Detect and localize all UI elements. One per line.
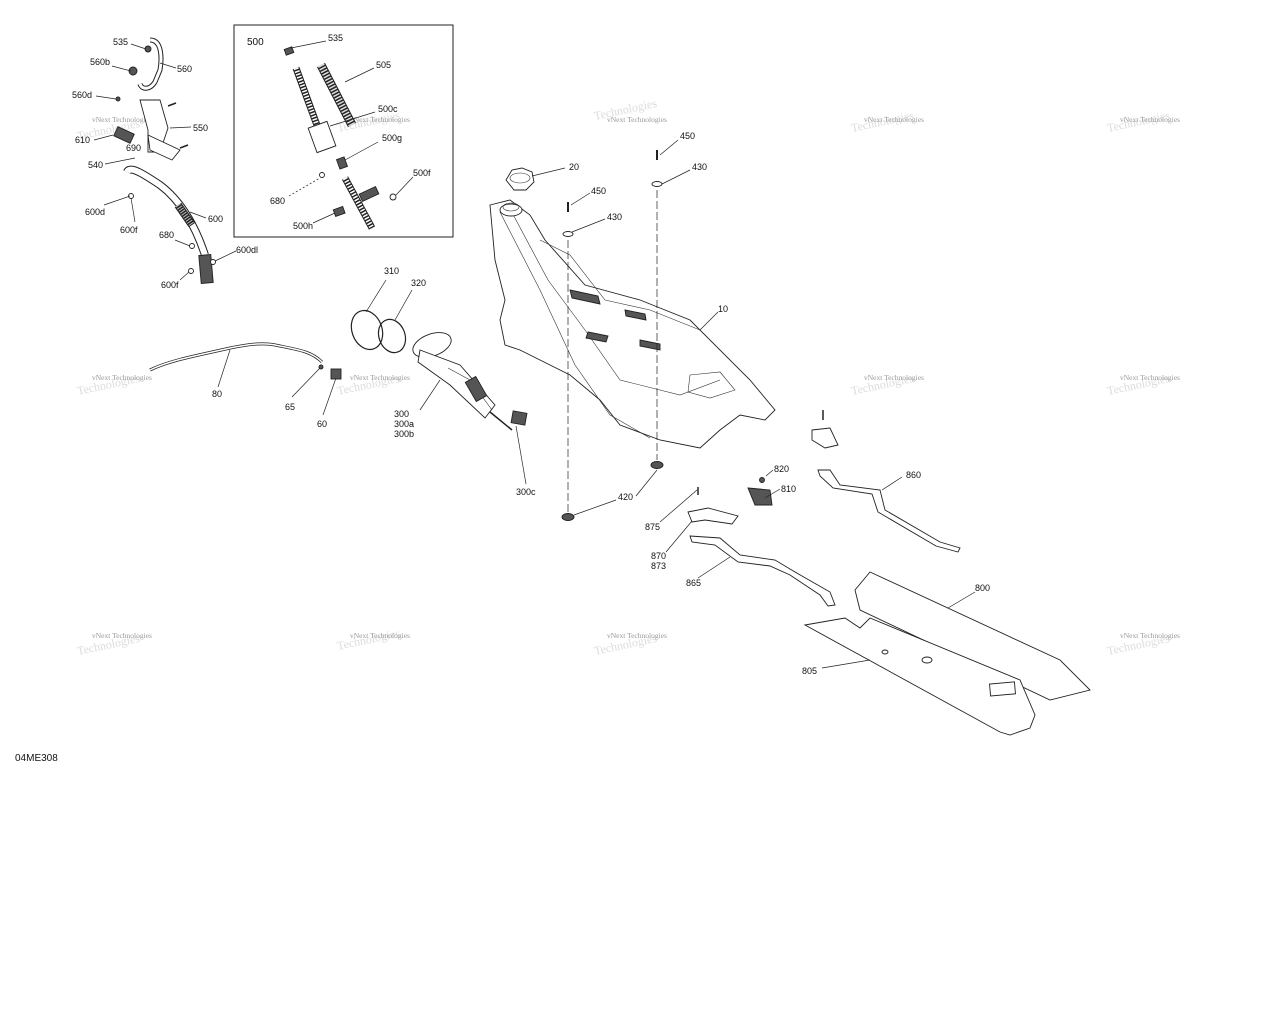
callout-600dl: 600dl [236,245,258,255]
callout-690: 690 [126,143,141,153]
callout-430: 430 [607,212,622,222]
callout-875: 875 [645,522,660,532]
callout-60: 60 [317,419,327,429]
inset-500: 500 [233,24,454,238]
callout-320: 320 [411,278,426,288]
diagram-code: 04ME308 [15,753,58,764]
callout-560: 560 [177,64,192,74]
svg-text:vNext Technologies: vNext Technologies [1120,631,1180,640]
upper-left-vent-assembly [113,37,216,284]
svg-text:vNext Technologies: vNext Technologies [607,115,667,124]
svg-text:vNext Technologies: vNext Technologies [607,631,667,640]
callout-300a: 300a [394,419,414,429]
callout-535: 535 [328,33,343,43]
tank-fasteners [561,150,664,521]
svg-text:vNext Technologies: vNext Technologies [92,373,152,382]
fuel-filter-hose-assembly [283,46,397,230]
svg-text:vNext Technologies: vNext Technologies [1120,115,1180,124]
callout-873: 873 [651,561,666,571]
svg-text:vNext Technologies: vNext Technologies [1120,373,1180,382]
callout-500c: 500c [378,104,398,114]
callout-420: 420 [618,492,633,502]
svg-text:vNext Technologies: vNext Technologies [92,115,152,124]
svg-text:vNext Technologies: vNext Technologies [864,373,924,382]
callout-550: 550 [193,123,208,133]
callout-20: 20 [569,162,579,172]
svg-text:vNext Technologies: vNext Technologies [864,115,924,124]
callout-870: 870 [651,551,666,561]
callout-860: 860 [906,470,921,480]
callout-535: 535 [113,37,128,47]
callout-600: 600 [208,214,223,224]
callout-300: 300 [394,409,409,419]
callout-820: 820 [774,464,789,474]
callout-680: 680 [159,230,174,240]
callout-500f: 500f [413,168,431,178]
callout-680: 680 [270,196,285,206]
callout-560b: 560b [90,57,110,67]
svg-text:vNext Technologies: vNext Technologies [350,115,410,124]
callout-500h: 500h [293,221,313,231]
callout-430: 430 [692,162,707,172]
fuel-cap [505,167,535,191]
callout-805: 805 [802,666,817,676]
svg-text:vNext Technologies: vNext Technologies [350,631,410,640]
callout-800: 800 [975,583,990,593]
fuel-pump-module [412,332,528,431]
callout-610: 610 [75,135,90,145]
callout-505: 505 [376,60,391,70]
callout-600f: 600f [161,280,179,290]
inset-title: 500 [247,37,264,48]
inset-frame [233,24,454,238]
callout-540: 540 [88,160,103,170]
svg-text:vNext Technologies: vNext Technologies [350,373,410,382]
heat-shields [803,571,1091,736]
callout-450: 450 [591,186,606,196]
callout-810: 810 [781,484,796,494]
callout-600d: 600d [85,207,105,217]
callout-10: 10 [718,304,728,314]
callout-80: 80 [212,389,222,399]
callout-500g: 500g [382,133,402,143]
fuel-tank [489,199,776,449]
callout-600f: 600f [120,225,138,235]
tank-brackets [687,410,961,607]
callout-560d: 560d [72,90,92,100]
callout-65: 65 [285,402,295,412]
callout-310: 310 [384,266,399,276]
callout-450: 450 [680,131,695,141]
callout-labels: 535 560b 560 560d 550 610 690 540 600d 6… [15,33,990,764]
fuel-hose [149,342,342,380]
svg-text:vNext Technologies: vNext Technologies [92,631,152,640]
callout-300c: 300c [516,487,536,497]
callout-300b: 300b [394,429,414,439]
pump-gaskets [350,309,407,354]
callout-865: 865 [686,578,701,588]
